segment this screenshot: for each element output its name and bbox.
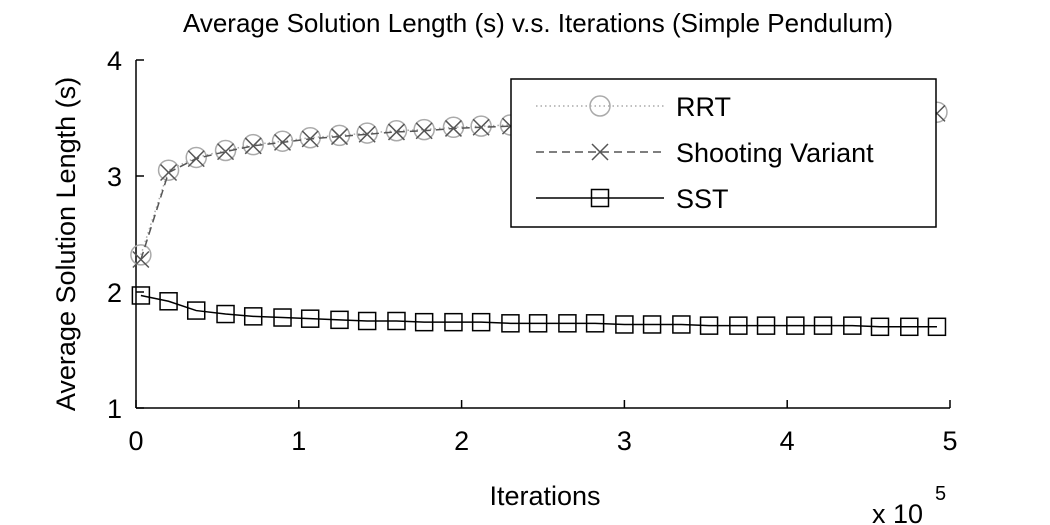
data-point-square [813, 316, 833, 335]
data-point-x [358, 125, 376, 143]
data-point-square [357, 311, 377, 331]
data-point-square [273, 308, 292, 327]
x-tick-label: 1 [291, 426, 306, 456]
data-point-x [273, 133, 292, 151]
data-point-x [472, 118, 490, 136]
y-tick-label: 4 [107, 46, 122, 76]
data-point-square [243, 307, 263, 326]
data-point-circle [157, 159, 180, 181]
data-point-x [217, 143, 235, 161]
data-point-square [528, 314, 548, 333]
series-line [140, 294, 937, 328]
data-point-x [301, 130, 319, 148]
data-point-square [186, 301, 206, 320]
data-point-square [870, 317, 890, 337]
legend-item: Shooting Variant [536, 138, 874, 168]
legend-box [510, 78, 937, 228]
x-tick-label: 5 [942, 426, 957, 456]
y-tick-label: 2 [107, 278, 122, 308]
data-point-circle [413, 118, 435, 141]
x-axis-multiplier-exponent: 5 [935, 483, 946, 505]
data-point-x [132, 250, 150, 269]
data-point-x [591, 143, 609, 161]
data-point-x [187, 150, 205, 168]
data-point-square [501, 314, 520, 333]
data-point-circle [242, 133, 264, 156]
x-axis-multiplier-base: x 10 [872, 499, 923, 525]
legend-item: RRT [536, 92, 731, 122]
legend-item: SST [536, 184, 729, 214]
data-point-x [444, 119, 462, 137]
data-point-x [330, 128, 349, 146]
data-point-square [590, 188, 610, 208]
y-tick-label: 1 [107, 394, 122, 424]
data-point-square [159, 292, 178, 311]
data-point-circle [214, 139, 237, 162]
data-point-square [786, 316, 805, 335]
x-tick-label: 0 [128, 426, 143, 456]
data-point-square [300, 309, 320, 328]
data-point-square [672, 315, 691, 334]
data-point-x [160, 163, 178, 182]
data-point-square [615, 315, 634, 334]
data-point-square [216, 304, 235, 324]
data-point-square [558, 314, 577, 333]
data-point-square [843, 316, 862, 335]
chart-title: Average Solution Length (s) v.s. Iterati… [183, 8, 893, 38]
data-point-square [729, 316, 748, 335]
ticks [135, 59, 951, 409]
legend-label: SST [676, 184, 729, 214]
data-point-square [585, 314, 605, 333]
legend-label: RRT [676, 92, 731, 122]
legend-label: Shooting Variant [676, 138, 874, 168]
data-point-square [699, 316, 719, 335]
x-axis-multiplier: x 10 [872, 499, 923, 525]
data-point-square [131, 286, 151, 305]
data-point-square [900, 317, 919, 337]
data-point-square [387, 311, 406, 331]
x-tick-label: 3 [617, 426, 632, 456]
x-tick-label: 4 [780, 426, 795, 456]
data-point-square [414, 312, 434, 332]
data-point-square [927, 317, 947, 337]
data-point-square [444, 312, 463, 332]
data-point-x [387, 123, 406, 141]
data-point-circle [271, 130, 294, 152]
x-tick-label: 2 [454, 426, 469, 456]
data-point-x [244, 137, 262, 155]
data-point-square [642, 315, 662, 334]
data-point-circle [470, 115, 492, 137]
data-point-circle [589, 95, 611, 117]
y-axis-label: Average Solution Length (s) [51, 77, 81, 411]
data-point-square [330, 310, 349, 330]
series-sst [131, 286, 947, 337]
data-point-circle [130, 244, 152, 266]
data-point-square [756, 316, 776, 335]
axes [135, 60, 950, 409]
data-point-square [471, 312, 491, 332]
data-point-circle [185, 146, 207, 169]
y-tick-label: 3 [107, 162, 122, 192]
x-axis-label: Iterations [489, 481, 600, 511]
data-point-circle [385, 120, 408, 142]
data-point-x [415, 122, 433, 140]
